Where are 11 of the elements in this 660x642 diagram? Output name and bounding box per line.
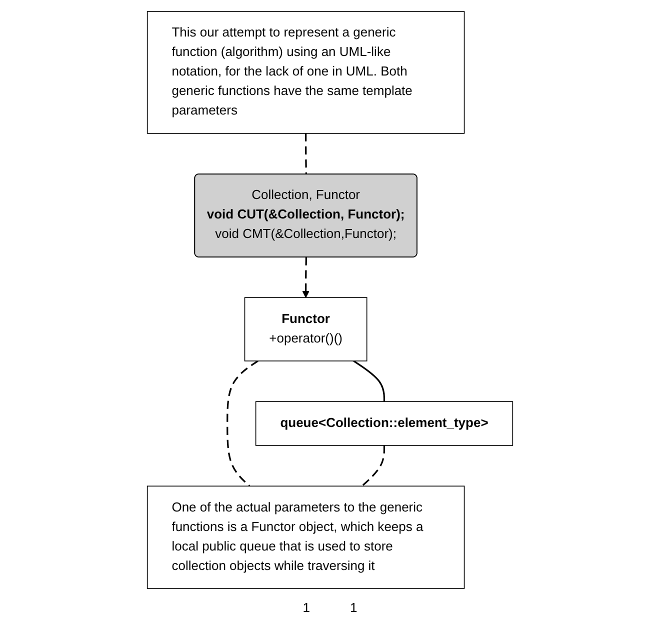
connector-line [226,360,258,487]
function-box: Collection, Functor void CUT(&Collection, Functor); void CMT(&Collection,Functor); [194,174,418,258]
connector-line [305,133,308,174]
connector-line [361,445,386,487]
note-box: One of the actual parameters to the generic functions is a Functor object, which keeps a local public queue that is used to store collection objects while traversing it [146,486,465,589]
class-box: queue<Collection::element_type> [255,401,514,446]
multiplicity-label: 1 [350,600,358,615]
class-box: Functor +operator()() [244,297,368,362]
arrow [302,257,310,298]
multiplicity-label: 1 [302,600,310,615]
note-box: This our attempt to represent a generic function (algorithm) using an UML-like notation, for the lack of one in UML. Both generic functions have the same template parameters [146,11,465,134]
